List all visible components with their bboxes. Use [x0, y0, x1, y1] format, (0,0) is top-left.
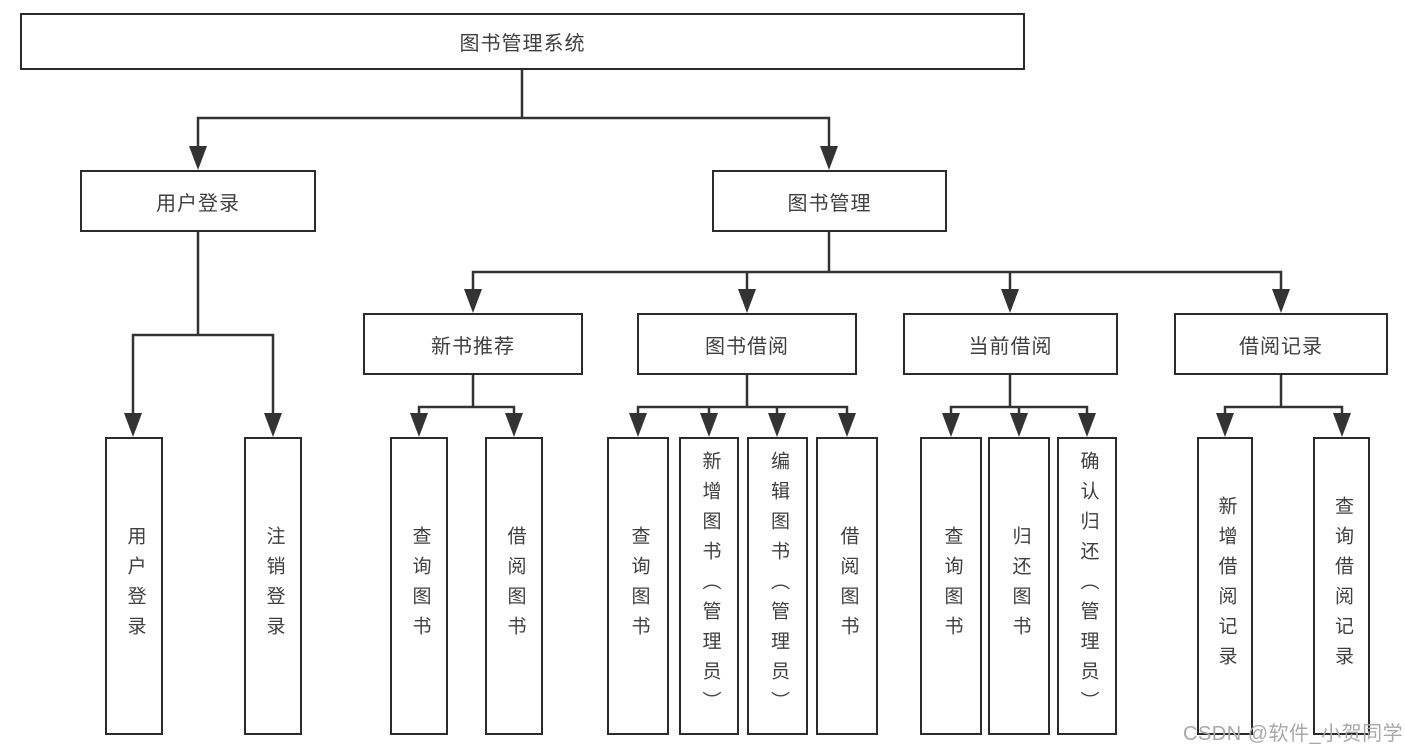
csdn-watermark: CSDN @软件_小贺同学 [1183, 723, 1404, 745]
leaf-bb-query-book: 查询图书 [607, 437, 669, 735]
node-book-management: 图书管理 [712, 170, 947, 232]
node-label: 编辑图书（管理员） [767, 451, 789, 721]
leaf-cb-return-book: 归还图书 [988, 437, 1050, 735]
node-label: 当前借阅 [968, 335, 1053, 358]
node-label: 图书管理系统 [459, 33, 586, 55]
node-label: 查询图书 [628, 526, 650, 646]
leaf-br-add-record: 新增借阅记录 [1197, 437, 1253, 735]
leaf-cb-confirm-return-admin: 确认归还（管理员） [1057, 437, 1117, 735]
node-label: 归还图书 [1009, 526, 1031, 646]
node-label: 借阅图书 [504, 526, 526, 646]
node-borrow-records: 借阅记录 [1174, 313, 1388, 375]
node-label: 用户登录 [124, 526, 146, 646]
node-label: 查询借阅记录 [1331, 496, 1353, 676]
node-label: 注销登录 [263, 526, 285, 646]
leaf-bb-add-book-admin: 新增图书（管理员） [679, 437, 739, 735]
node-book-borrow: 图书借阅 [637, 313, 857, 375]
arrowheads [124, 146, 1351, 437]
node-new-book-recommend: 新书推荐 [363, 313, 583, 375]
node-label: 借阅图书 [837, 526, 859, 646]
leaf-bb-edit-book-admin: 编辑图书（管理员） [747, 437, 808, 735]
node-label: 查询图书 [941, 526, 963, 646]
leaf-rec-query-book: 查询图书 [390, 437, 448, 735]
node-label: 借阅记录 [1239, 335, 1323, 358]
leaf-user-login: 用户登录 [105, 437, 163, 735]
leaf-bb-borrow-book: 借阅图书 [816, 437, 878, 735]
leaf-br-query-record: 查询借阅记录 [1313, 437, 1370, 735]
node-label: 图书借阅 [705, 335, 789, 358]
node-root-system: 图书管理系统 [20, 13, 1025, 70]
node-label: 查询图书 [409, 526, 431, 646]
node-label: 新增借阅记录 [1215, 496, 1237, 676]
node-label: 新增图书（管理员） [699, 451, 721, 721]
node-current-borrow: 当前借阅 [903, 313, 1118, 375]
node-user-login: 用户登录 [80, 170, 316, 232]
leaf-cb-query-book: 查询图书 [920, 437, 982, 735]
leaf-logout: 注销登录 [244, 437, 302, 735]
node-label: 图书管理 [787, 192, 872, 215]
node-label: 用户登录 [156, 192, 240, 215]
tree-edges [131, 68, 1344, 418]
node-label: 确认归还（管理员） [1077, 451, 1099, 721]
leaf-rec-borrow-book: 借阅图书 [485, 437, 543, 735]
node-label: 新书推荐 [431, 335, 515, 358]
